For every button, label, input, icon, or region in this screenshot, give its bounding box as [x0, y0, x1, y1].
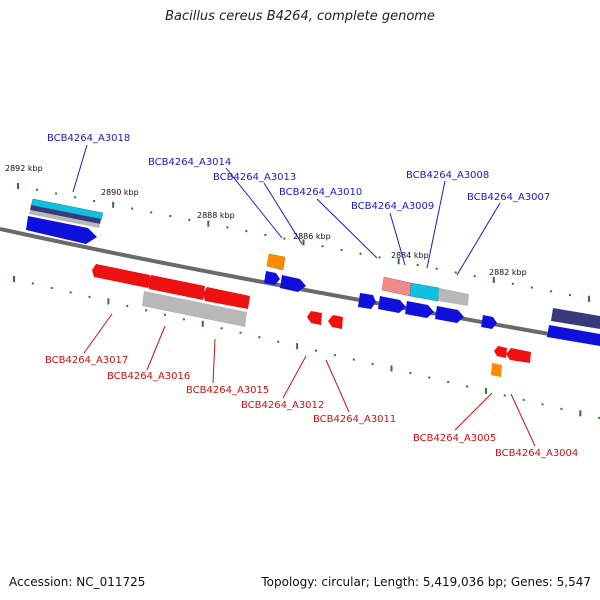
gene-pseudo[interactable] — [142, 291, 247, 327]
forward-callouts — [72, 144, 501, 276]
accession-text: Accession: NC_011725 — [9, 575, 146, 589]
kbp-label: 2882 kbp — [489, 268, 527, 277]
gene-reverse[interactable] — [92, 264, 150, 288]
reverse-callouts — [83, 313, 536, 447]
gene-label-forward[interactable]: BCB4264_A3010 — [279, 187, 362, 198]
gene-label-reverse[interactable]: BCB4264_A3016 — [107, 371, 190, 382]
map-title: Bacillus cereus B4264, complete genome — [165, 9, 435, 24]
gene-forward[interactable] — [280, 275, 306, 292]
gene-label-forward[interactable]: BCB4264_A3008 — [406, 170, 489, 181]
gene-forward[interactable] — [435, 306, 464, 323]
gene-reverse[interactable] — [147, 275, 205, 300]
gene-label-forward[interactable]: BCB4264_A3013 — [213, 172, 296, 183]
gene-label-reverse[interactable]: BCB4264_A3015 — [186, 385, 269, 396]
gene-indigo[interactable] — [30, 205, 101, 224]
gene-label-forward[interactable]: BCB4264_A3018 — [47, 133, 130, 144]
gene-orange[interactable] — [491, 363, 502, 377]
gene-cyan[interactable] — [409, 282, 440, 302]
inner-tick-ring — [13, 276, 600, 419]
gene-cyan[interactable] — [30, 198, 104, 221]
gene-label-forward[interactable]: BCB4264_A3009 — [351, 201, 434, 212]
gene-forward[interactable] — [405, 301, 434, 318]
gene-label-forward[interactable]: BCB4264_A3014 — [148, 157, 231, 168]
kbp-label: 2884 kbp — [391, 251, 429, 260]
gene-indigo[interactable] — [551, 308, 600, 329]
kbp-label: 2892 kbp — [5, 164, 43, 173]
gene-forward[interactable] — [547, 325, 600, 346]
gene-forward[interactable] — [264, 271, 280, 285]
gene-reverse[interactable] — [506, 348, 531, 363]
gene-label-reverse[interactable]: BCB4264_A3017 — [45, 355, 128, 366]
gene-label-reverse[interactable]: BCB4264_A3012 — [241, 400, 324, 411]
gene-label-reverse[interactable]: BCB4264_A3005 — [413, 433, 496, 444]
gene-reverse[interactable] — [328, 315, 343, 329]
gene-reverse[interactable] — [494, 346, 507, 358]
gene-forward[interactable] — [26, 216, 97, 244]
gene-pink[interactable] — [381, 276, 412, 297]
gene-pseudo[interactable] — [29, 210, 100, 228]
kbp-label: 2890 kbp — [101, 188, 139, 197]
gene-pseudo[interactable] — [438, 288, 469, 306]
gene-forward[interactable] — [481, 315, 497, 329]
kbp-label: 2888 kbp — [197, 211, 235, 220]
gene-label-forward[interactable]: BCB4264_A3007 — [467, 192, 550, 203]
gene-forward[interactable] — [378, 296, 406, 313]
gene-label-reverse[interactable]: BCB4264_A3004 — [495, 448, 578, 459]
topology-summary: Topology: circular; Length: 5,419,036 bp… — [261, 575, 591, 589]
gene-forward[interactable] — [358, 293, 376, 309]
gene-label-reverse[interactable]: BCB4264_A3011 — [313, 414, 396, 425]
gene-orange[interactable] — [266, 253, 286, 271]
gene-features — [26, 198, 600, 377]
gene-reverse[interactable] — [203, 287, 250, 309]
kbp-label: 2886 kbp — [293, 232, 331, 241]
outer-tick-ring — [17, 183, 590, 302]
gene-reverse[interactable] — [307, 311, 322, 325]
